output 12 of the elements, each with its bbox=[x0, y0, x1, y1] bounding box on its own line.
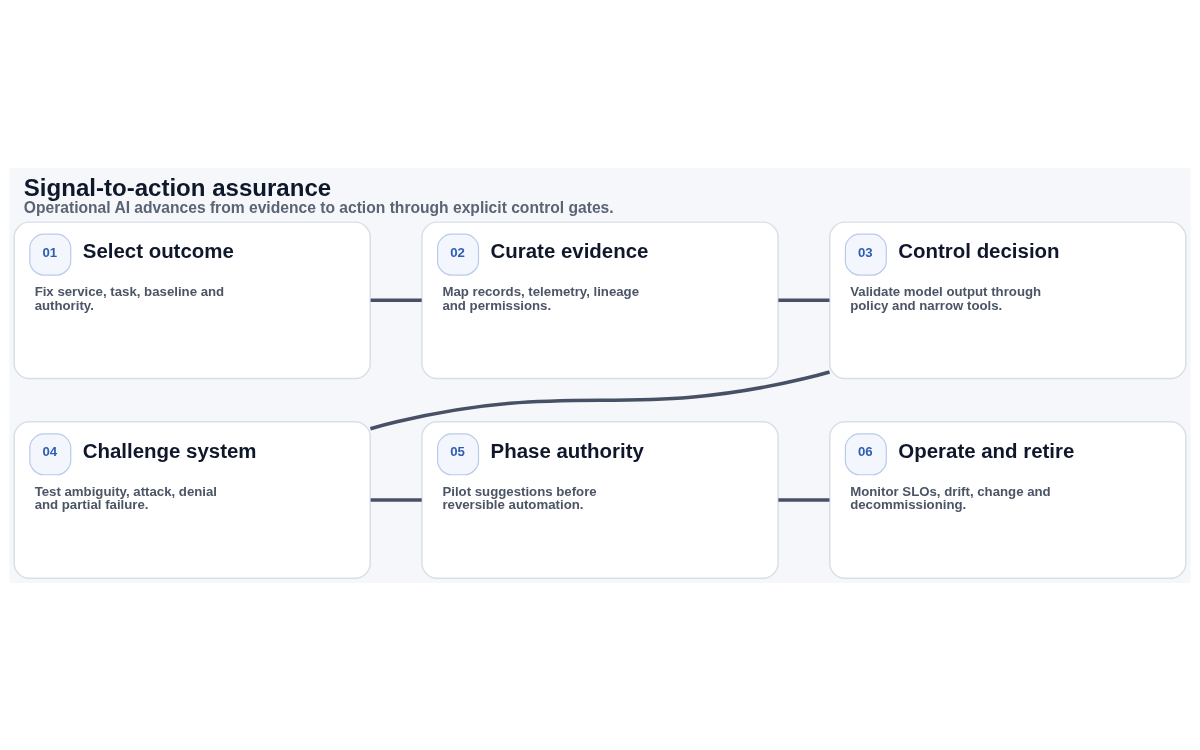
node-box: 06 Operate and retire Monitor SLOs, drift, change and decommissioning. bbox=[829, 420, 1187, 579]
node-box: 04 Challenge system Test ambiguity, attack, denial and partial failure. bbox=[13, 420, 371, 579]
node-box: 03 Control decision Validate model output through policy and narrow tools. bbox=[829, 220, 1187, 379]
node-box: 05 Phase authority Pilot suggestions before reversible automation. bbox=[421, 420, 779, 579]
connector bbox=[370, 497, 422, 502]
connector bbox=[370, 298, 422, 302]
connector bbox=[369, 369, 831, 430]
node-box: 01 Select outcome Fix service, task, baseline and authority. bbox=[13, 220, 371, 379]
connector bbox=[778, 298, 830, 302]
connector bbox=[778, 497, 830, 502]
node-box: 02 Curate evidence Map records, telemetry, lineage and permissions. bbox=[421, 220, 779, 379]
diagram-title: Signal-to-action assurance bbox=[23, 173, 332, 201]
